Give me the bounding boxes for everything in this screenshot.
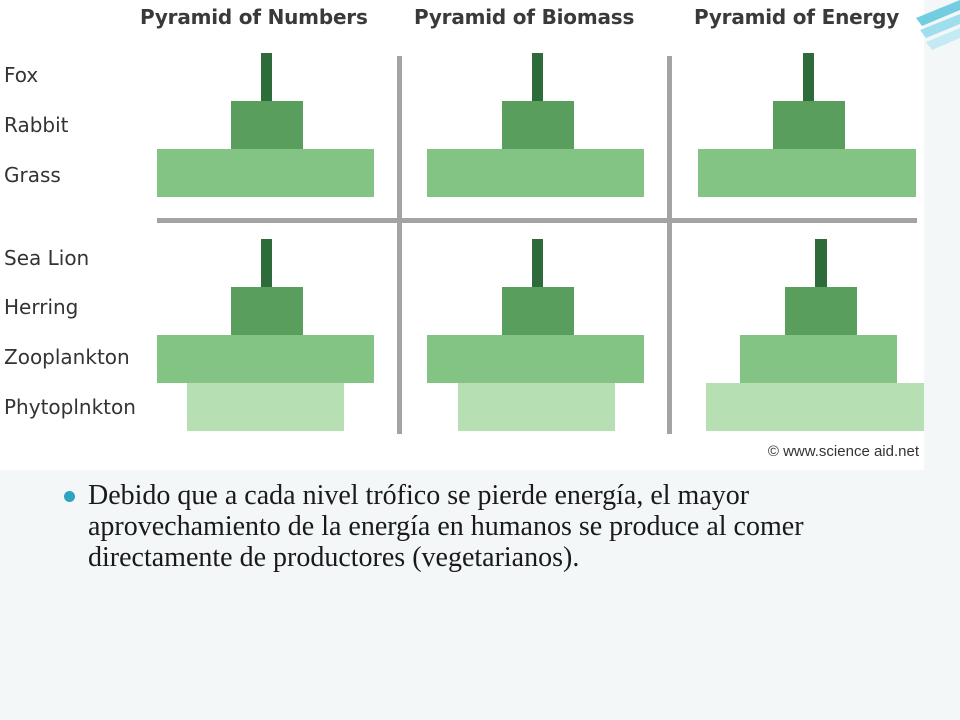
caption-text: Debido que a cada nivel trófico se pierd… (88, 480, 804, 573)
bar-energy-zooplankton (740, 335, 897, 383)
bar-energy-sea-lion (815, 239, 827, 287)
bar-energy-rabbit (773, 101, 845, 149)
bar-biomass-phytoplankton (458, 383, 615, 431)
title-pyramid-of-numbers: Pyramid of Numbers (140, 5, 368, 29)
bar-numbers-phytoplankton (187, 383, 344, 431)
bar-numbers-fox (261, 53, 272, 101)
caption-bullet-item: Debido que a cada nivel trófico se pierd… (64, 480, 914, 573)
copyright-notice: © www.science aid.net (767, 443, 919, 460)
label-rabbit: Rabbit (4, 113, 69, 137)
title-pyramid-of-biomass: Pyramid of Biomass (414, 5, 635, 29)
bar-biomass-grass (427, 149, 644, 197)
label-zooplankton: Zooplankton (4, 345, 130, 369)
label-sea-lion: Sea Lion (4, 246, 90, 270)
pyramid-diagram: Pyramid of Numbers Pyramid of Biomass Py… (0, 0, 924, 470)
label-fox: Fox (4, 63, 39, 87)
bar-numbers-zooplankton (157, 335, 374, 383)
bar-biomass-rabbit (502, 101, 574, 149)
title-pyramid-of-energy: Pyramid of Energy (694, 5, 900, 29)
grid-divider-vertical-2 (667, 56, 672, 434)
label-phytoplankton: Phytoplnkton (4, 395, 136, 419)
bar-energy-fox (803, 53, 814, 101)
bar-numbers-grass (157, 149, 374, 197)
bar-numbers-sea-lion (261, 239, 272, 287)
bar-biomass-sea-lion (532, 239, 543, 287)
grid-divider-vertical-1 (397, 56, 402, 434)
label-herring: Herring (4, 295, 79, 319)
bar-numbers-herring (231, 287, 303, 335)
decorative-corner-icon (916, 0, 960, 50)
grid-divider-horizontal (157, 218, 917, 223)
bar-biomass-herring (502, 287, 574, 335)
bar-numbers-rabbit (231, 101, 303, 149)
bar-energy-herring (785, 287, 857, 335)
bar-energy-grass (698, 149, 916, 197)
bar-biomass-fox (532, 53, 543, 101)
bullet-icon (64, 491, 75, 502)
label-grass: Grass (4, 163, 61, 187)
bar-biomass-zooplankton (427, 335, 644, 383)
bar-energy-phytoplankton (706, 383, 924, 431)
